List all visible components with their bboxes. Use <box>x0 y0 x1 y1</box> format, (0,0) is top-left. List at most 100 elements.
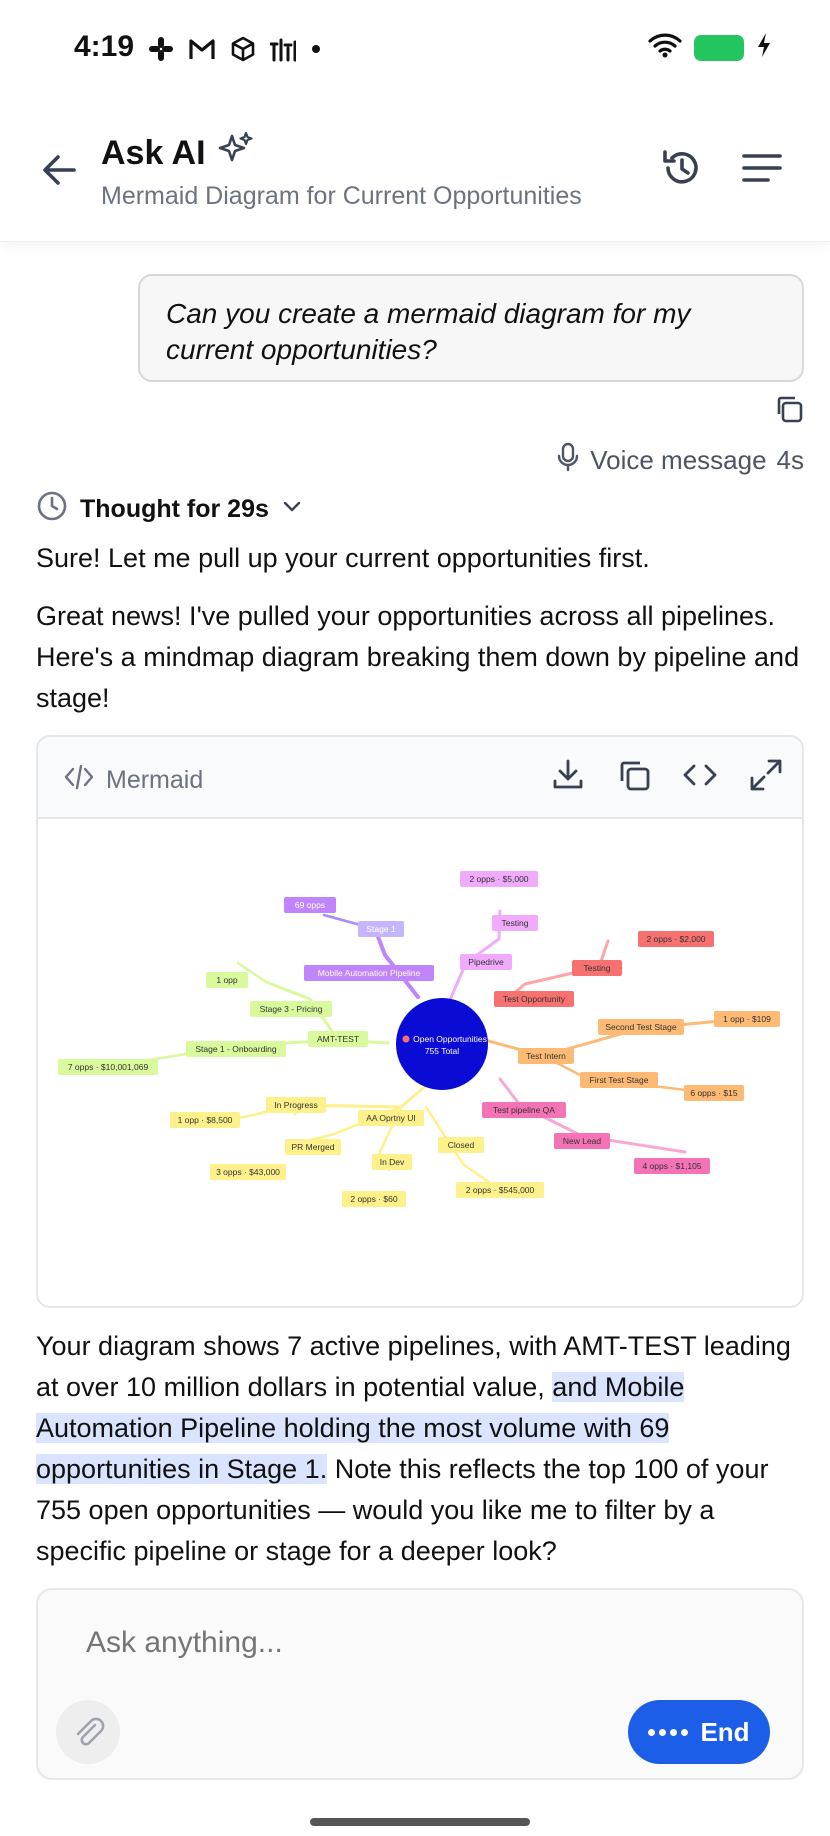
node-test-pipeline-qa: Test pipeline QA <box>482 1102 566 1118</box>
battery-icon <box>694 34 744 61</box>
svg-text:Second Test Stage: Second Test Stage <box>605 1022 676 1032</box>
back-arrow-icon[interactable] <box>40 150 80 195</box>
end-button-label: End <box>700 1716 750 1747</box>
voice-message-label: Voice message <box>590 445 767 475</box>
page-title: Ask AI <box>101 130 254 177</box>
chat-input[interactable] <box>86 1626 726 1660</box>
copy-icon[interactable] <box>774 394 804 429</box>
dot-icon <box>310 43 322 55</box>
svg-text:Test Intern: Test Intern <box>526 1051 566 1061</box>
node-stage1-onboarding: Stage 1 - Onboarding <box>186 1041 286 1057</box>
node-in-progress-value: 1 opp · $8,500 <box>170 1112 240 1128</box>
stats-icon <box>270 36 296 62</box>
node-aa-oprtny: AA Oprtny UI <box>358 1110 424 1126</box>
expand-icon[interactable] <box>748 757 784 793</box>
node-to-testing: Testing <box>572 960 622 976</box>
svg-text:In Dev: In Dev <box>380 1157 405 1167</box>
node-stage3-pricing: Stage 3 - Pricing <box>250 1001 332 1017</box>
node-new-lead: New Lead <box>554 1133 610 1149</box>
svg-text:6 opps · $15: 6 opps · $15 <box>690 1088 738 1098</box>
clock-icon <box>36 490 68 529</box>
svg-text:New Lead: New Lead <box>563 1136 602 1146</box>
svg-text:Stage 1 - Onboarding: Stage 1 - Onboarding <box>195 1044 277 1054</box>
svg-text:Closed: Closed <box>448 1140 475 1150</box>
svg-text:First Test Stage: First Test Stage <box>590 1075 649 1085</box>
chevron-down-icon <box>281 495 303 524</box>
summary-text: Your diagram shows 7 active pipelines, w… <box>36 1331 791 1402</box>
node-second-value: 1 opp · $109 <box>714 1011 780 1027</box>
node-in-progress: In Progress <box>266 1097 326 1113</box>
charging-icon <box>756 32 772 63</box>
node-test-intern: Test Intern <box>518 1048 574 1064</box>
svg-text:Stage 3 - Pricing: Stage 3 - Pricing <box>260 1004 323 1014</box>
menu-icon[interactable] <box>740 146 784 195</box>
user-message-bubble: Can you create a mermaid diagram for my … <box>138 274 804 382</box>
svg-text:Mobile Automation Pipeline: Mobile Automation Pipeline <box>318 968 421 978</box>
node-stage1-count: 69 opps <box>284 897 336 913</box>
node-pr-merged: PR Merged <box>285 1139 341 1155</box>
node-closed-value: 2 opps · $545,000 <box>456 1182 544 1198</box>
voice-duration: 4s <box>776 445 804 475</box>
notification-icons <box>148 36 322 62</box>
end-voice-button[interactable]: End <box>628 1700 770 1764</box>
svg-text:2 opps · $545,000: 2 opps · $545,000 <box>466 1185 535 1195</box>
node-1opp: 1 opp <box>206 972 248 988</box>
svg-text:3 opps · $43,000: 3 opps · $43,000 <box>216 1167 280 1177</box>
microphone-icon <box>556 442 580 479</box>
node-test-opportunity: Test Opportunity <box>494 991 574 1007</box>
home-indicator <box>310 1818 530 1826</box>
center-node-line2: 755 Total <box>425 1046 459 1056</box>
node-mobile-automation: Mobile Automation Pipeline <box>304 965 434 981</box>
mermaid-label: Mermaid <box>64 763 203 798</box>
node-to-value: 2 opps · $2,000 <box>638 931 714 947</box>
thought-toggle[interactable]: Thought for 29s <box>36 490 303 529</box>
history-icon[interactable] <box>660 146 704 195</box>
node-in-dev: In Dev <box>372 1154 412 1170</box>
node-pipedrive-testing: Testing <box>492 915 538 931</box>
slack-icon <box>148 36 174 62</box>
svg-text:PR Merged: PR Merged <box>292 1142 335 1152</box>
node-stage1: Stage 1 <box>358 921 404 937</box>
mermaid-label-text: Mermaid <box>106 766 204 794</box>
node-in-dev-value: 2 opps · $60 <box>342 1191 406 1207</box>
code-icon <box>64 763 94 798</box>
svg-text:2 opps · $2,000: 2 opps · $2,000 <box>646 934 705 944</box>
page-subtitle: Mermaid Diagram for Current Opportunitie… <box>101 182 582 210</box>
svg-text:In Progress: In Progress <box>274 1100 317 1110</box>
svg-text:Test Opportunity: Test Opportunity <box>503 994 566 1004</box>
svg-text:Testing: Testing <box>502 918 529 928</box>
svg-text:Test pipeline QA: Test pipeline QA <box>493 1105 555 1115</box>
svg-text:1 opp · $109: 1 opp · $109 <box>723 1014 771 1024</box>
download-icon[interactable] <box>550 757 586 793</box>
svg-text:1 opp: 1 opp <box>216 975 238 985</box>
cube-icon <box>230 36 256 62</box>
view-code-icon[interactable] <box>682 757 718 793</box>
assistant-paragraph: Great news! I've pulled your opportuniti… <box>36 601 800 713</box>
svg-text:Testing: Testing <box>584 963 611 973</box>
assistant-intro: Sure! Let me pull up your current opport… <box>36 543 650 573</box>
attach-button[interactable] <box>56 1700 120 1764</box>
mermaid-toolbar <box>550 757 784 793</box>
copy-diagram-icon[interactable] <box>616 757 652 793</box>
status-right <box>648 32 772 63</box>
mermaid-diagram: Open Opportunities 755 Total 69 opps Sta… <box>38 819 802 1306</box>
center-node-line1: Open Opportunities <box>413 1034 487 1044</box>
mermaid-card-header: Mermaid <box>38 737 802 819</box>
svg-text:4 opps · $1,105: 4 opps · $1,105 <box>642 1161 701 1171</box>
svg-text:1 opp · $8,500: 1 opp · $8,500 <box>178 1115 233 1125</box>
node-7opps: 7 opps · $10,001,069 <box>58 1059 158 1075</box>
svg-text:Stage 1: Stage 1 <box>366 924 396 934</box>
node-first-stage: First Test Stage <box>580 1072 658 1088</box>
gmail-icon <box>188 37 216 61</box>
node-amt-test: AMT-TEST <box>308 1031 368 1047</box>
thought-label: Thought for 29s <box>80 495 269 523</box>
summary-text-rest: Note this reflects the top 100 of your 7… <box>36 1454 769 1566</box>
svg-text:2 opps · $60: 2 opps · $60 <box>350 1194 398 1204</box>
svg-text:Pipedrive: Pipedrive <box>468 957 504 967</box>
node-pipedrive: Pipedrive <box>460 954 512 970</box>
page-title-text: Ask AI <box>101 134 206 172</box>
svg-text:7 opps · $10,001,069: 7 opps · $10,001,069 <box>68 1062 149 1072</box>
chat-header: Ask AI Mermaid Diagram for Current Oppor… <box>0 100 830 242</box>
node-first-value: 6 opps · $15 <box>684 1085 744 1101</box>
assistant-summary: Your diagram shows 7 active pipelines, w… <box>36 1326 806 1572</box>
